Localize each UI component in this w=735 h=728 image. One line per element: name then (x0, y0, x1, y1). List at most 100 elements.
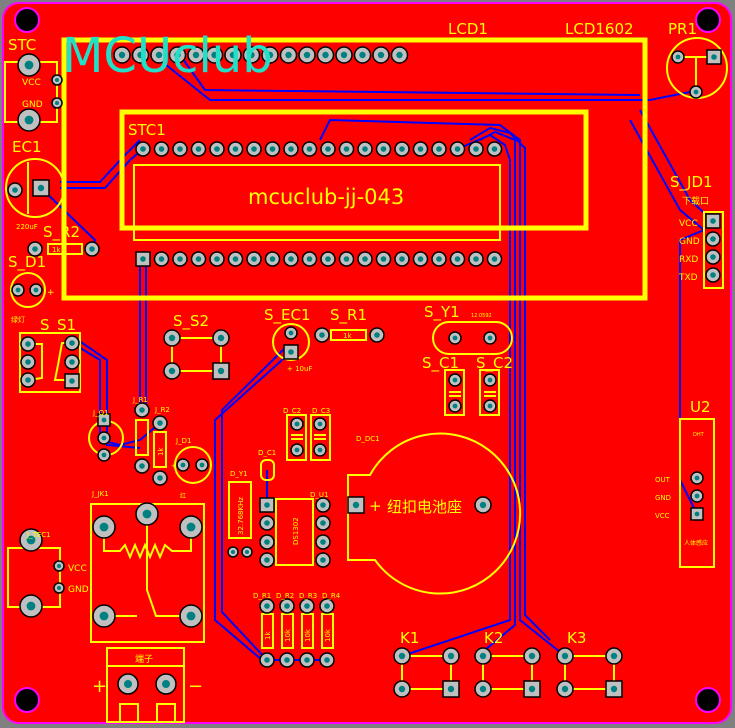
drill-hole (284, 603, 290, 609)
d-r1-value: 1k (264, 631, 272, 640)
drill-hole (417, 256, 424, 262)
drill-hole (264, 502, 270, 508)
mounting-hole (695, 7, 721, 33)
drill-hole (417, 146, 424, 152)
drill-hole (214, 256, 220, 262)
drill-hole (214, 146, 220, 152)
u2-bottom-text: 人体感应 (684, 539, 708, 547)
d-c1-designator: D_C1 (258, 449, 276, 457)
drill-hole (195, 146, 202, 152)
u2-designator: U2 (690, 398, 711, 416)
s-d1-designator: S_D1 (8, 253, 46, 272)
s-r2-value: 1k (52, 246, 61, 254)
drill-hole (610, 685, 618, 693)
d-c3-designator: D_C3 (312, 407, 330, 415)
drill-hole (694, 493, 700, 499)
drill-hole (454, 256, 461, 262)
mounting-holes (14, 7, 721, 713)
j-d1-plus: + (171, 462, 177, 470)
drill-hole (340, 51, 348, 59)
drill-hole (69, 340, 75, 346)
drill-hole (359, 51, 366, 59)
drill-hole (248, 51, 255, 59)
drill-hole (199, 462, 205, 468)
drill-hole (158, 256, 165, 262)
drill-hole (157, 475, 163, 481)
terminal-title: 端子 (135, 653, 153, 665)
drill-hole (473, 146, 479, 152)
drill-hole (710, 254, 716, 260)
drill-hole (436, 146, 442, 152)
drill-hole (320, 520, 326, 526)
drill-hole (195, 256, 202, 262)
drill-hole (288, 146, 294, 152)
drill-hole (322, 51, 329, 59)
lcd1-designator: LCD1 (448, 20, 488, 38)
k1-designator: K1 (400, 629, 419, 647)
drill-hole (324, 603, 330, 609)
drill-hole (55, 101, 59, 105)
drill-hole (69, 378, 75, 384)
s-r1-value: 1k (343, 332, 352, 340)
j-r2-designator: J_R2 (154, 406, 170, 414)
silkscreen (4, 37, 728, 723)
drill-hole (174, 51, 181, 59)
drill-hole (57, 586, 61, 590)
drill-hole (399, 146, 405, 152)
drill-hole (324, 657, 330, 663)
mounting-hole (14, 687, 40, 713)
drill-hole (186, 522, 196, 532)
drill-hole (139, 463, 145, 469)
drill-hole (561, 652, 569, 660)
drill-hole (399, 256, 405, 262)
drill-hole (266, 51, 274, 59)
drill-hole (452, 403, 458, 409)
lcd1-outline (61, 37, 648, 301)
d-r2-designator: D_R2 (276, 592, 294, 600)
s-d1-plus: + (47, 288, 55, 298)
drill-hole (245, 550, 249, 554)
drill-hole (317, 421, 323, 427)
s-ec1-designator: S_EC1 (264, 306, 311, 325)
k2-designator: K2 (484, 629, 503, 647)
drill-hole (398, 652, 406, 660)
drill-hole (675, 54, 681, 60)
drill-hole (264, 557, 270, 563)
drill-hole (177, 146, 183, 152)
u2-pin-vcc: VCC (655, 512, 670, 520)
s-jd1-pin-rxd: RXD (679, 255, 698, 265)
drill-hole (288, 349, 294, 355)
drill-hole (396, 51, 403, 59)
drill-hole (325, 256, 331, 262)
d-c2-designator: D_C2 (283, 407, 301, 415)
s-s1-designator: S_S1 (40, 316, 76, 335)
d-y1-designator: D_Y1 (230, 470, 248, 478)
mounting-hole (695, 687, 721, 713)
drill-hole (25, 341, 31, 347)
s-r1-designator: S_R1 (330, 306, 367, 325)
stc1-chip-body (133, 164, 501, 241)
drill-hole (139, 407, 145, 413)
pads (7, 46, 722, 698)
drill-hole (168, 334, 176, 342)
d-r4-value: 10k (324, 628, 332, 642)
drill-hole (251, 256, 257, 262)
drill-hole (264, 539, 270, 545)
s-d1-note: 绿灯 (11, 315, 25, 324)
drill-hole (694, 475, 700, 481)
drill-hole (303, 51, 311, 59)
s-y1-designator: S_Y1 (424, 303, 460, 322)
drill-hole (320, 539, 326, 545)
drill-hole (479, 501, 487, 509)
drill-hole (362, 256, 368, 262)
drill-hole (319, 332, 325, 338)
drill-hole (37, 184, 45, 192)
drill-hole (101, 435, 107, 441)
drill-hole (320, 502, 326, 508)
drill-hole (137, 51, 144, 59)
drill-hole (528, 685, 536, 693)
ec1-designator: EC1 (12, 138, 42, 156)
